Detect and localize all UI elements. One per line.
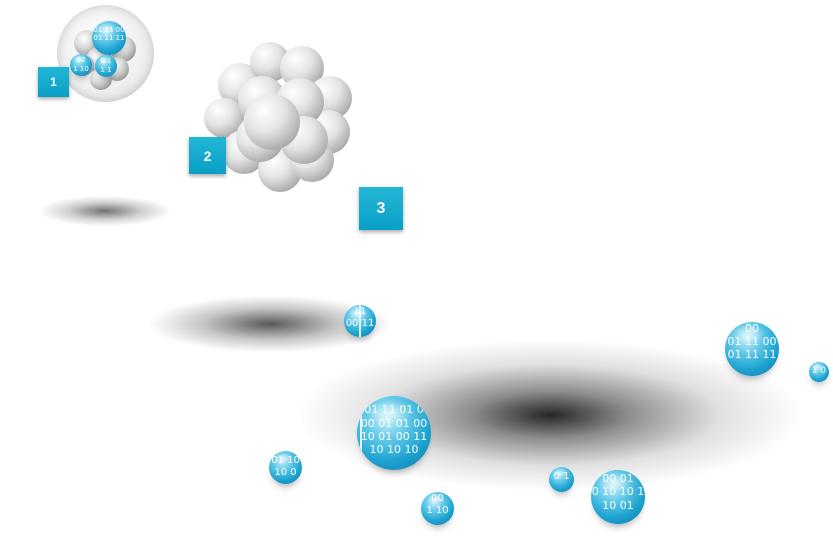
data-orb-edge: 1 0 <box>809 362 829 382</box>
data-orb-bottom-a: 00 1 10 <box>421 492 454 525</box>
data-orb-left-small: 01 10 10 0 <box>269 451 302 484</box>
shadow-small <box>40 196 170 226</box>
step-badge-2: 2 <box>189 137 226 174</box>
step-badge-3: 3 <box>359 187 403 230</box>
data-orb-mid: 11 00 11 <box>344 305 376 337</box>
data-orb-right-top: 00 01 11 00 01 11 11 <box>725 322 779 376</box>
step-badge-1: 1 <box>38 67 69 97</box>
orb-split-line <box>359 396 362 470</box>
glass-data-orb-a: 01 11 00 01 11 11 <box>92 21 126 55</box>
sphere-cluster-graphic <box>204 42 352 192</box>
data-orb-bottom-c: 00 01 0 10 10 1 10 01 <box>591 470 645 524</box>
glass-data-orb-c: 0 1 1 1 <box>95 55 117 77</box>
orb-split-line <box>359 305 362 337</box>
glass-data-orb-b: 00 1 10 <box>70 54 92 76</box>
data-orb-bottom-b: 0 1 <box>549 467 574 492</box>
data-orb-large: 01 11 01 0 00 01 01 00 10 01 00 11 10 10… <box>357 396 431 470</box>
